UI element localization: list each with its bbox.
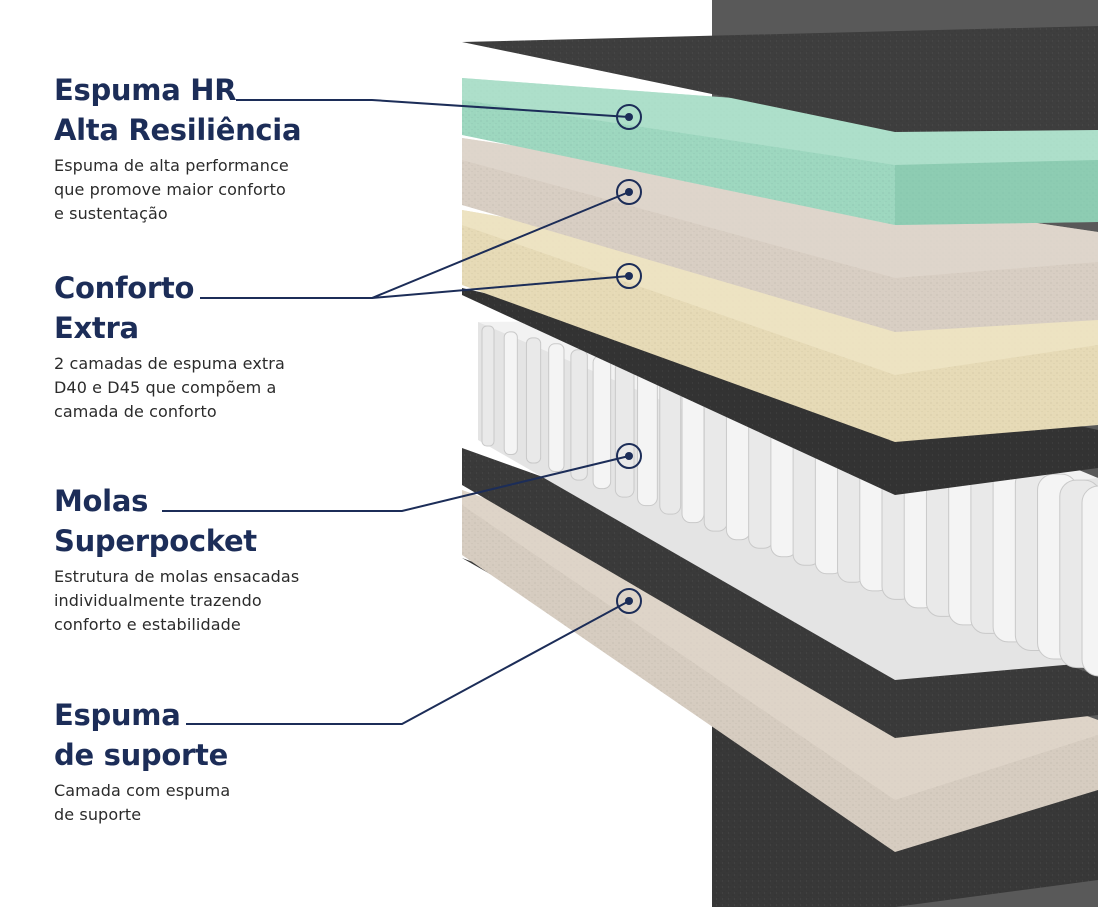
spring-pocket (481, 325, 495, 447)
desc-line: 2 camadas de espuma extra (54, 354, 285, 373)
label-support-foam-description: Camada com espuma de suporte (54, 779, 384, 827)
label-comfort-extra-title: Conforto Extra (54, 268, 384, 348)
spring-pocket (503, 331, 518, 456)
desc-line: Estrutura de molas ensacadas (54, 567, 300, 586)
layer-top-fabric (462, 26, 1098, 132)
leader-support-foam (186, 600, 630, 725)
marker-comfort-lower-icon (616, 263, 642, 289)
desc-line: Camada com espuma (54, 781, 231, 800)
marker-springs-icon (616, 443, 642, 469)
marker-comfort-upper-icon (616, 179, 642, 205)
title-line: Extra (54, 311, 139, 345)
leader-lines (162, 99, 630, 725)
spring-pocket (525, 337, 542, 464)
spring-pocket (1081, 485, 1098, 677)
spring-pocket (614, 361, 635, 498)
spring-pocket (548, 343, 565, 473)
leader-markers (616, 104, 642, 614)
layer-comfort-foam-beige (462, 138, 1098, 332)
leader-comfort-lower (371, 275, 630, 299)
title-line: Conforto (54, 271, 195, 305)
desc-line: e sustentação (54, 204, 168, 223)
label-springs: Molas Superpocket Estrutura de molas ens… (54, 481, 384, 637)
title-line: Alta Resiliência (54, 113, 302, 147)
spring-pocket (637, 366, 658, 507)
label-springs-title: Molas Superpocket (54, 481, 384, 561)
desc-line: que promove maior conforto (54, 180, 286, 199)
label-hr-foam: Espuma HR Alta Resiliência Espuma de alt… (54, 70, 384, 226)
spring-pocket (570, 349, 588, 481)
marker-hr-foam-icon (616, 104, 642, 130)
label-comfort-extra-description: 2 camadas de espuma extra D40 e D45 que … (54, 352, 384, 424)
label-support-foam-title: Espuma de suporte (54, 695, 384, 775)
marker-support-foam-icon (616, 588, 642, 614)
leader-hr-foam (236, 99, 630, 118)
title-line: Molas (54, 484, 149, 518)
title-line: Espuma (54, 698, 181, 732)
desc-line: D40 e D45 que compõem a (54, 378, 277, 397)
spring-pocket (592, 355, 612, 490)
title-line: Espuma HR (54, 73, 237, 107)
title-line: Superpocket (54, 524, 257, 558)
title-line: de suporte (54, 738, 228, 772)
desc-line: individualmente trazendo (54, 591, 262, 610)
label-support-foam: Espuma de suporte Camada com espuma de s… (54, 695, 384, 827)
desc-line: conforto e estabilidade (54, 615, 241, 634)
leader-springs (162, 455, 630, 512)
desc-line: camada de conforto (54, 402, 217, 421)
desc-line: de suporte (54, 805, 142, 824)
label-comfort-extra: Conforto Extra 2 camadas de espuma extra… (54, 268, 384, 424)
label-hr-foam-description: Espuma de alta performance que promove m… (54, 154, 384, 226)
desc-line: Espuma de alta performance (54, 156, 289, 175)
label-springs-description: Estrutura de molas ensacadas individualm… (54, 565, 384, 637)
label-hr-foam-title: Espuma HR Alta Resiliência (54, 70, 384, 150)
